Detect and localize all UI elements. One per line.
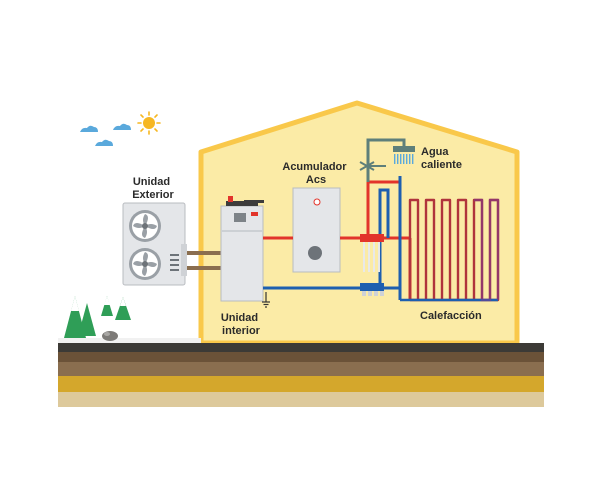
manifold-cold	[360, 283, 384, 296]
manifold-hot	[360, 234, 384, 272]
snow-ground	[58, 338, 201, 343]
shower-pipe	[366, 138, 406, 182]
house	[198, 100, 520, 346]
sun-icon	[137, 111, 161, 135]
label-unidad-exterior: Unidad Exterior	[132, 176, 174, 201]
rock-icon	[102, 331, 118, 341]
shower-head-icon	[393, 146, 415, 164]
ground-icon	[262, 292, 270, 308]
label-acumulador: Acumulador Acs	[282, 161, 349, 186]
dhw-tank	[292, 187, 341, 273]
valve-icon	[359, 161, 386, 171]
label-calefaccion: Calefacción	[420, 310, 482, 322]
fan-icon	[129, 210, 161, 242]
indoor-unit	[220, 196, 264, 302]
outdoor-unit	[122, 202, 187, 286]
refrigerant-pipes	[187, 251, 222, 270]
ground-layers	[58, 343, 544, 407]
underfloor-heating-overlay	[474, 198, 500, 302]
label-agua-caliente: Agua caliente	[421, 146, 462, 171]
label-unidad-interior: Unidad interior	[221, 312, 261, 337]
fan-icon	[129, 248, 161, 280]
tree-icon	[64, 296, 131, 338]
cloud-icon	[80, 123, 131, 146]
